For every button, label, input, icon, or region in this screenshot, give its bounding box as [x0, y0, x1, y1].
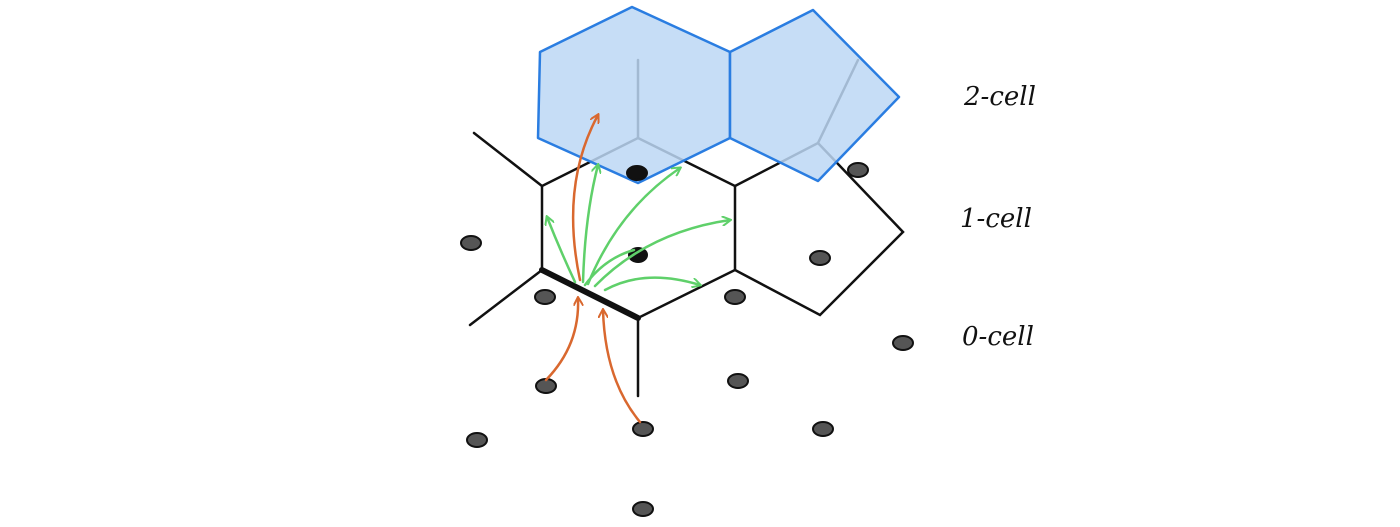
vertex: [632, 501, 654, 517]
orange-arrow: [603, 310, 642, 424]
vertex: [626, 165, 648, 181]
orange-arrow: [544, 298, 578, 382]
vertex: [727, 373, 749, 389]
vertex: [628, 247, 648, 263]
green-arrow: [583, 248, 636, 287]
vertex: [460, 235, 482, 251]
green-arrow: [593, 220, 730, 288]
vertex: [466, 432, 488, 448]
green-arrow: [586, 168, 680, 286]
face-group: [536, 5, 901, 185]
orange-arrow: [571, 115, 598, 282]
vertex: [809, 250, 831, 266]
face-pentagon: [728, 8, 901, 183]
highlighted-edge: [539, 267, 641, 321]
vertex: [892, 335, 914, 351]
green-arrow: [547, 217, 577, 284]
green-arrow: [581, 165, 598, 284]
vertex: [534, 289, 556, 305]
green-arrow: [603, 276, 700, 292]
orange-arrow-group: [544, 115, 642, 424]
face-hexagon: [536, 5, 732, 185]
edge-upper-left: [472, 131, 544, 188]
edge-lower-left: [468, 268, 544, 327]
vertex-group: [460, 162, 914, 517]
label-two-cell: 2-cell: [964, 82, 1036, 112]
green-arrow-group: [547, 165, 730, 292]
vertex: [632, 421, 654, 437]
vertex: [812, 421, 834, 437]
vertex: [847, 162, 869, 178]
label-zero-cell: 0-cell: [962, 322, 1034, 352]
vertex: [724, 289, 746, 305]
label-one-cell: 1-cell: [960, 204, 1032, 234]
